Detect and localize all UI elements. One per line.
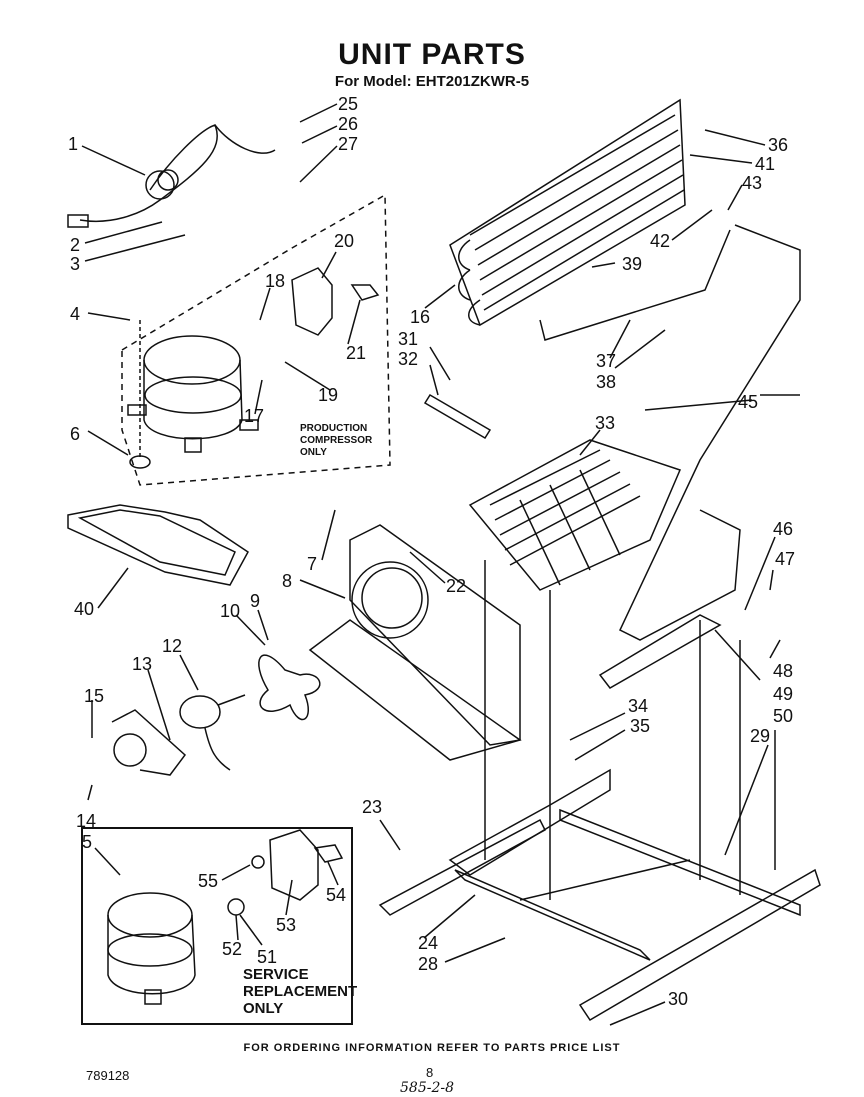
callout-37: 37 — [596, 351, 617, 371]
callout-19: 19 — [318, 385, 339, 405]
callout-20: 20 — [334, 231, 355, 251]
callout-26: 26 — [338, 114, 359, 134]
service-relay-clip — [313, 844, 344, 863]
power-cord — [67, 124, 276, 228]
callout-16: 16 — [410, 307, 431, 327]
callout-47: 47 — [775, 549, 796, 569]
callout-48: 48 — [773, 661, 794, 681]
callout-38: 38 — [596, 372, 617, 392]
callout-30: 30 — [668, 989, 689, 1009]
callout-49: 49 — [773, 684, 794, 704]
motor-bracket — [111, 709, 187, 776]
callout-5: 5 — [82, 832, 93, 852]
callout-52: 52 — [222, 939, 243, 959]
service-compressor — [107, 892, 196, 1005]
callout-53: 53 — [276, 915, 297, 935]
callout-39: 39 — [622, 254, 643, 274]
callout-15a: 15 — [84, 686, 105, 706]
callout-24: 24 — [418, 933, 439, 953]
handwritten-note: 585-2-8 — [400, 1080, 454, 1096]
overload-protector — [227, 898, 245, 916]
callout-31: 31 — [398, 329, 419, 349]
callout-27: 27 — [338, 134, 359, 154]
callout-13: 13 — [132, 654, 153, 674]
filter-drier — [423, 393, 492, 440]
callout-21: 21 — [346, 343, 367, 363]
callout-8: 8 — [282, 571, 293, 591]
callout-23: 23 — [362, 797, 383, 817]
drain-pan — [67, 504, 249, 586]
callout-25: 25 — [338, 94, 359, 114]
callout-43: 43 — [742, 173, 763, 193]
drain-channel — [598, 614, 722, 689]
callout-50: 50 — [773, 706, 794, 726]
leader-lines — [81, 103, 800, 1026]
service-replacement-box — [81, 827, 353, 1025]
refrigerant-tube — [619, 224, 801, 641]
callout-3: 3 — [70, 254, 81, 274]
callout-29: 29 — [750, 726, 771, 746]
callout-55: 55 — [198, 871, 219, 891]
fan-motor — [179, 694, 246, 771]
callout-35: 35 — [630, 716, 651, 736]
callout-42: 42 — [650, 231, 671, 251]
callout-12: 12 — [162, 636, 183, 656]
production-compressor-note: PRODUCTION COMPRESSOR ONLY — [300, 423, 373, 458]
service-relay-cover — [269, 829, 319, 901]
callout-1: 1 — [68, 134, 79, 154]
production-compressor-box — [121, 193, 391, 486]
fan-blade — [258, 654, 321, 721]
callout-14: 14 — [76, 811, 97, 831]
callout-54: 54 — [326, 885, 347, 905]
ordering-footer: FOR ORDERING INFORMATION REFER TO PARTS … — [243, 1042, 621, 1054]
callout-18: 18 — [265, 271, 286, 291]
callout-45: 45 — [738, 392, 759, 412]
page-number: 8 — [426, 1065, 434, 1080]
callout-6: 6 — [70, 424, 81, 444]
model-subtitle: For Model: EHT201ZKWR-5 — [334, 73, 530, 90]
callout-46: 46 — [773, 519, 794, 539]
discharge-tube — [539, 229, 731, 341]
diagram-number: 789128 — [86, 1068, 130, 1083]
callout-51: 51 — [257, 947, 278, 967]
service-terminal — [251, 855, 265, 869]
callout-41: 41 — [755, 154, 776, 174]
callout-2: 2 — [70, 235, 81, 255]
callout-10: 10 — [220, 601, 241, 621]
callout-7: 7 — [307, 554, 318, 574]
callout-32: 32 — [398, 349, 419, 369]
relay-cover — [291, 267, 333, 336]
production-compressor — [127, 335, 259, 453]
callout-36: 36 — [768, 135, 789, 155]
base-frame — [378, 560, 821, 1022]
condenser-coil — [449, 98, 686, 327]
callout-40: 40 — [74, 599, 95, 619]
evaporator-coil — [468, 439, 682, 591]
callout-34: 34 — [628, 696, 649, 716]
callout-22: 22 — [446, 576, 467, 596]
callout-33: 33 — [595, 413, 616, 433]
service-replacement-note: SERVICE REPLACEMENT ONLY — [243, 966, 358, 1017]
callout-9: 9 — [250, 591, 261, 611]
page-title: UNIT PARTS — [338, 38, 526, 71]
fan-bracket — [308, 524, 522, 761]
callout-28: 28 — [418, 954, 439, 974]
callout-4: 4 — [70, 304, 81, 324]
callout-17: 17 — [244, 406, 265, 426]
relay-clip — [350, 284, 380, 301]
